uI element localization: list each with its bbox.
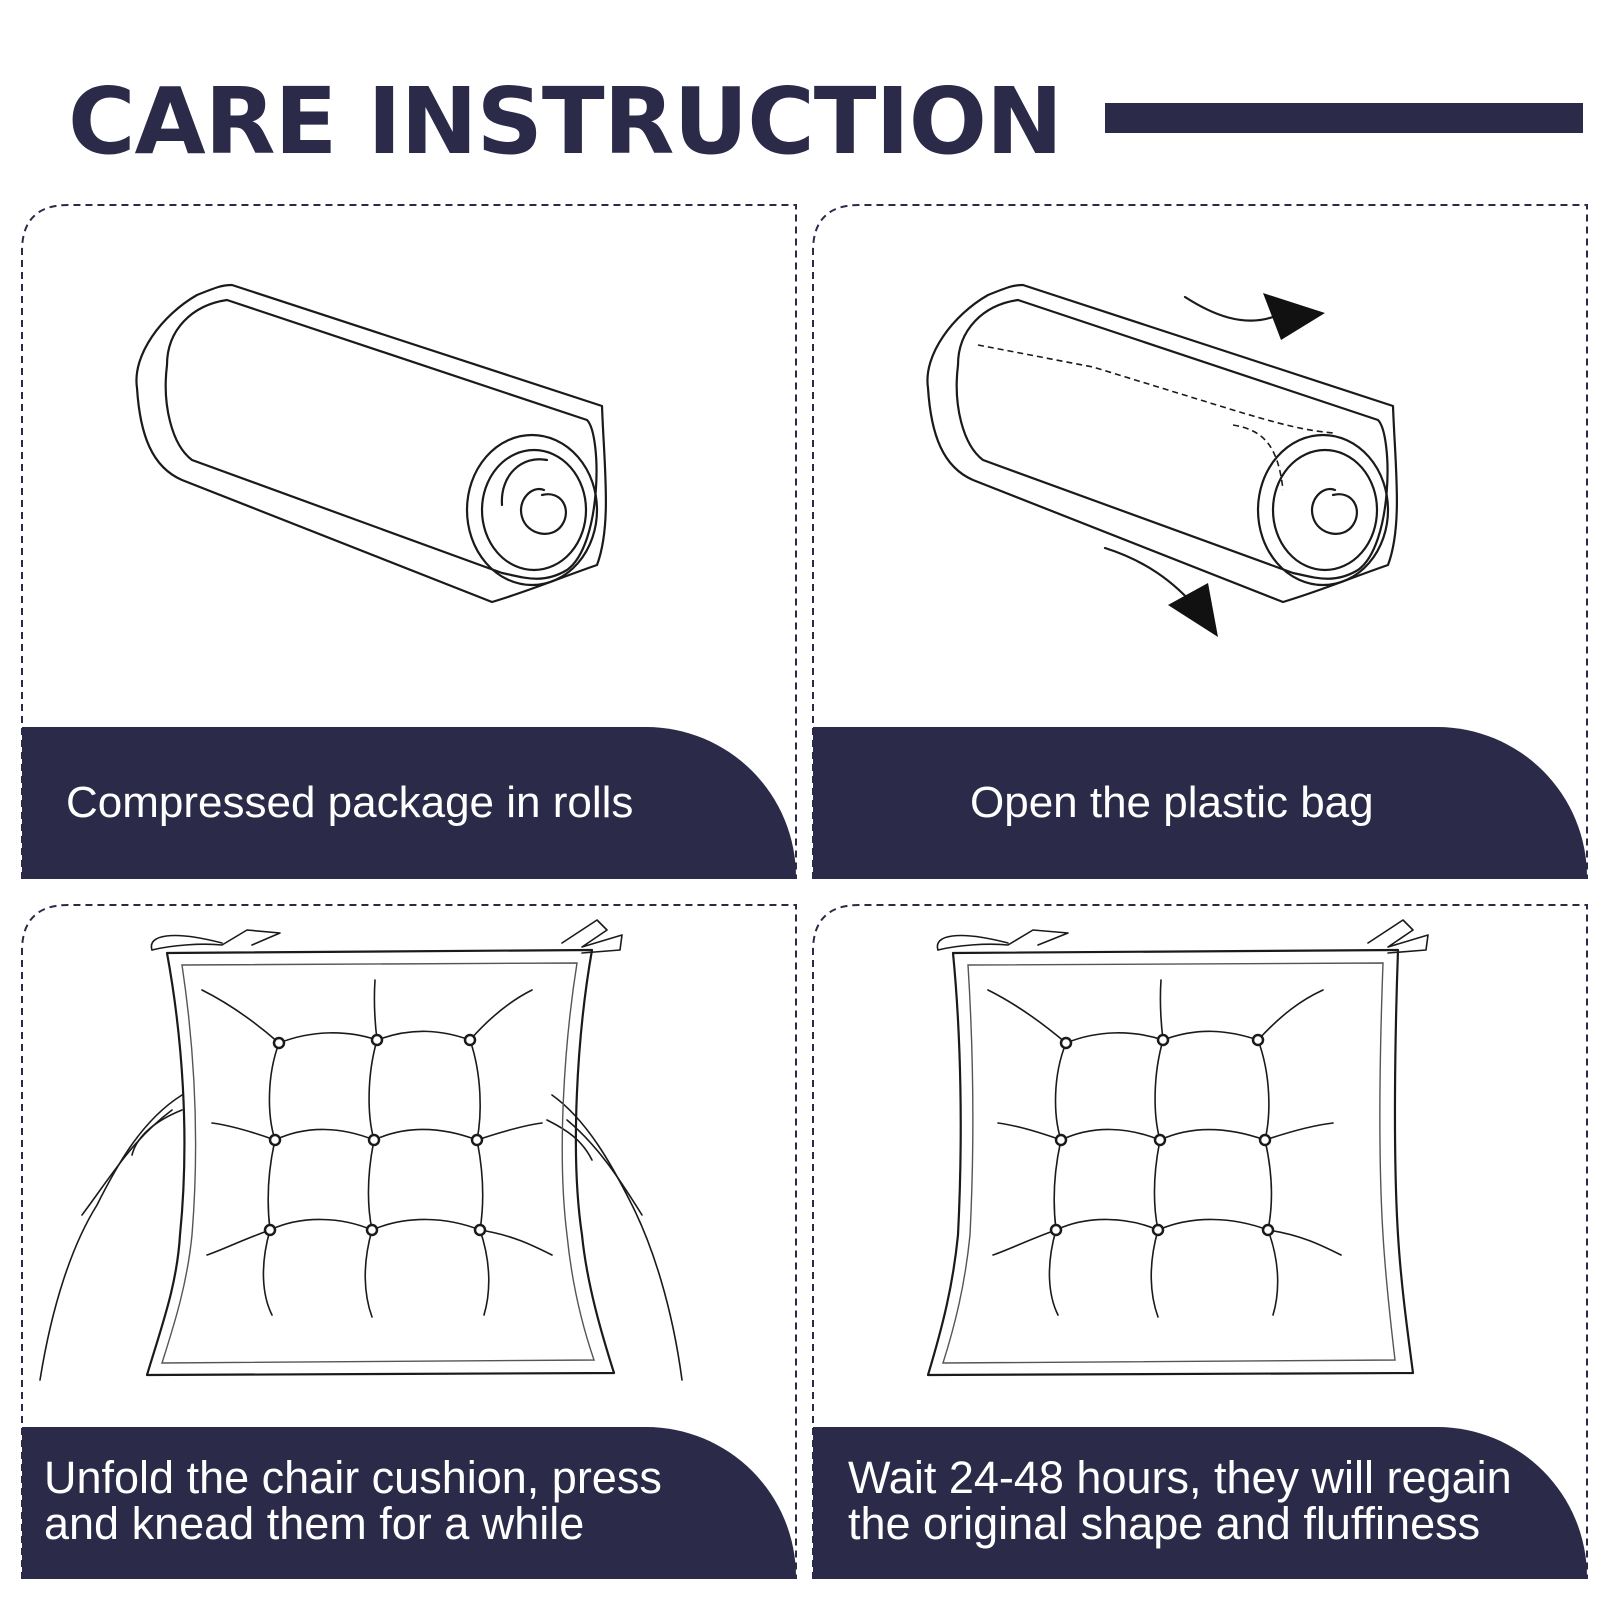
caption-line: Open the plastic bag (970, 778, 1374, 827)
step-2-panel: Open the plastic bag (812, 204, 1588, 879)
caption-line: Wait 24-48 hours, they will regain (848, 1452, 1512, 1503)
rolled-cushion-icon (135, 283, 608, 604)
dashed-frame (812, 204, 1588, 879)
page-title: CARE INSTRUCTION (68, 68, 1063, 175)
caption-line: Unfold the chair cushion, press (44, 1452, 662, 1503)
dashed-frame (21, 904, 797, 1579)
caption-line: the original shape and fluffiness (848, 1498, 1481, 1549)
caption-line: and knead them for a while (44, 1498, 585, 1549)
fluffed-cushion-icon (926, 919, 1429, 1377)
step-4-panel: Wait 24-48 hours, they will regain the o… (812, 904, 1588, 1579)
hands-kneading-cushion-icon (39, 919, 683, 1381)
dashed-frame (21, 204, 797, 879)
step-3-panel: Unfold the chair cushion, press and knea… (21, 904, 797, 1579)
caption-line: Compressed package in rolls (66, 778, 634, 827)
step-caption: Unfold the chair cushion, press and knea… (22, 1427, 796, 1579)
step-caption: Compressed package in rolls (22, 727, 796, 879)
dashed-frame (812, 904, 1588, 1579)
title-rule (1105, 103, 1583, 133)
opening-roll-icon (926, 283, 1399, 637)
step-1-panel: Compressed package in rolls (21, 204, 797, 879)
step-caption: Wait 24-48 hours, they will regain the o… (813, 1427, 1587, 1579)
step-caption: Open the plastic bag (813, 727, 1587, 879)
